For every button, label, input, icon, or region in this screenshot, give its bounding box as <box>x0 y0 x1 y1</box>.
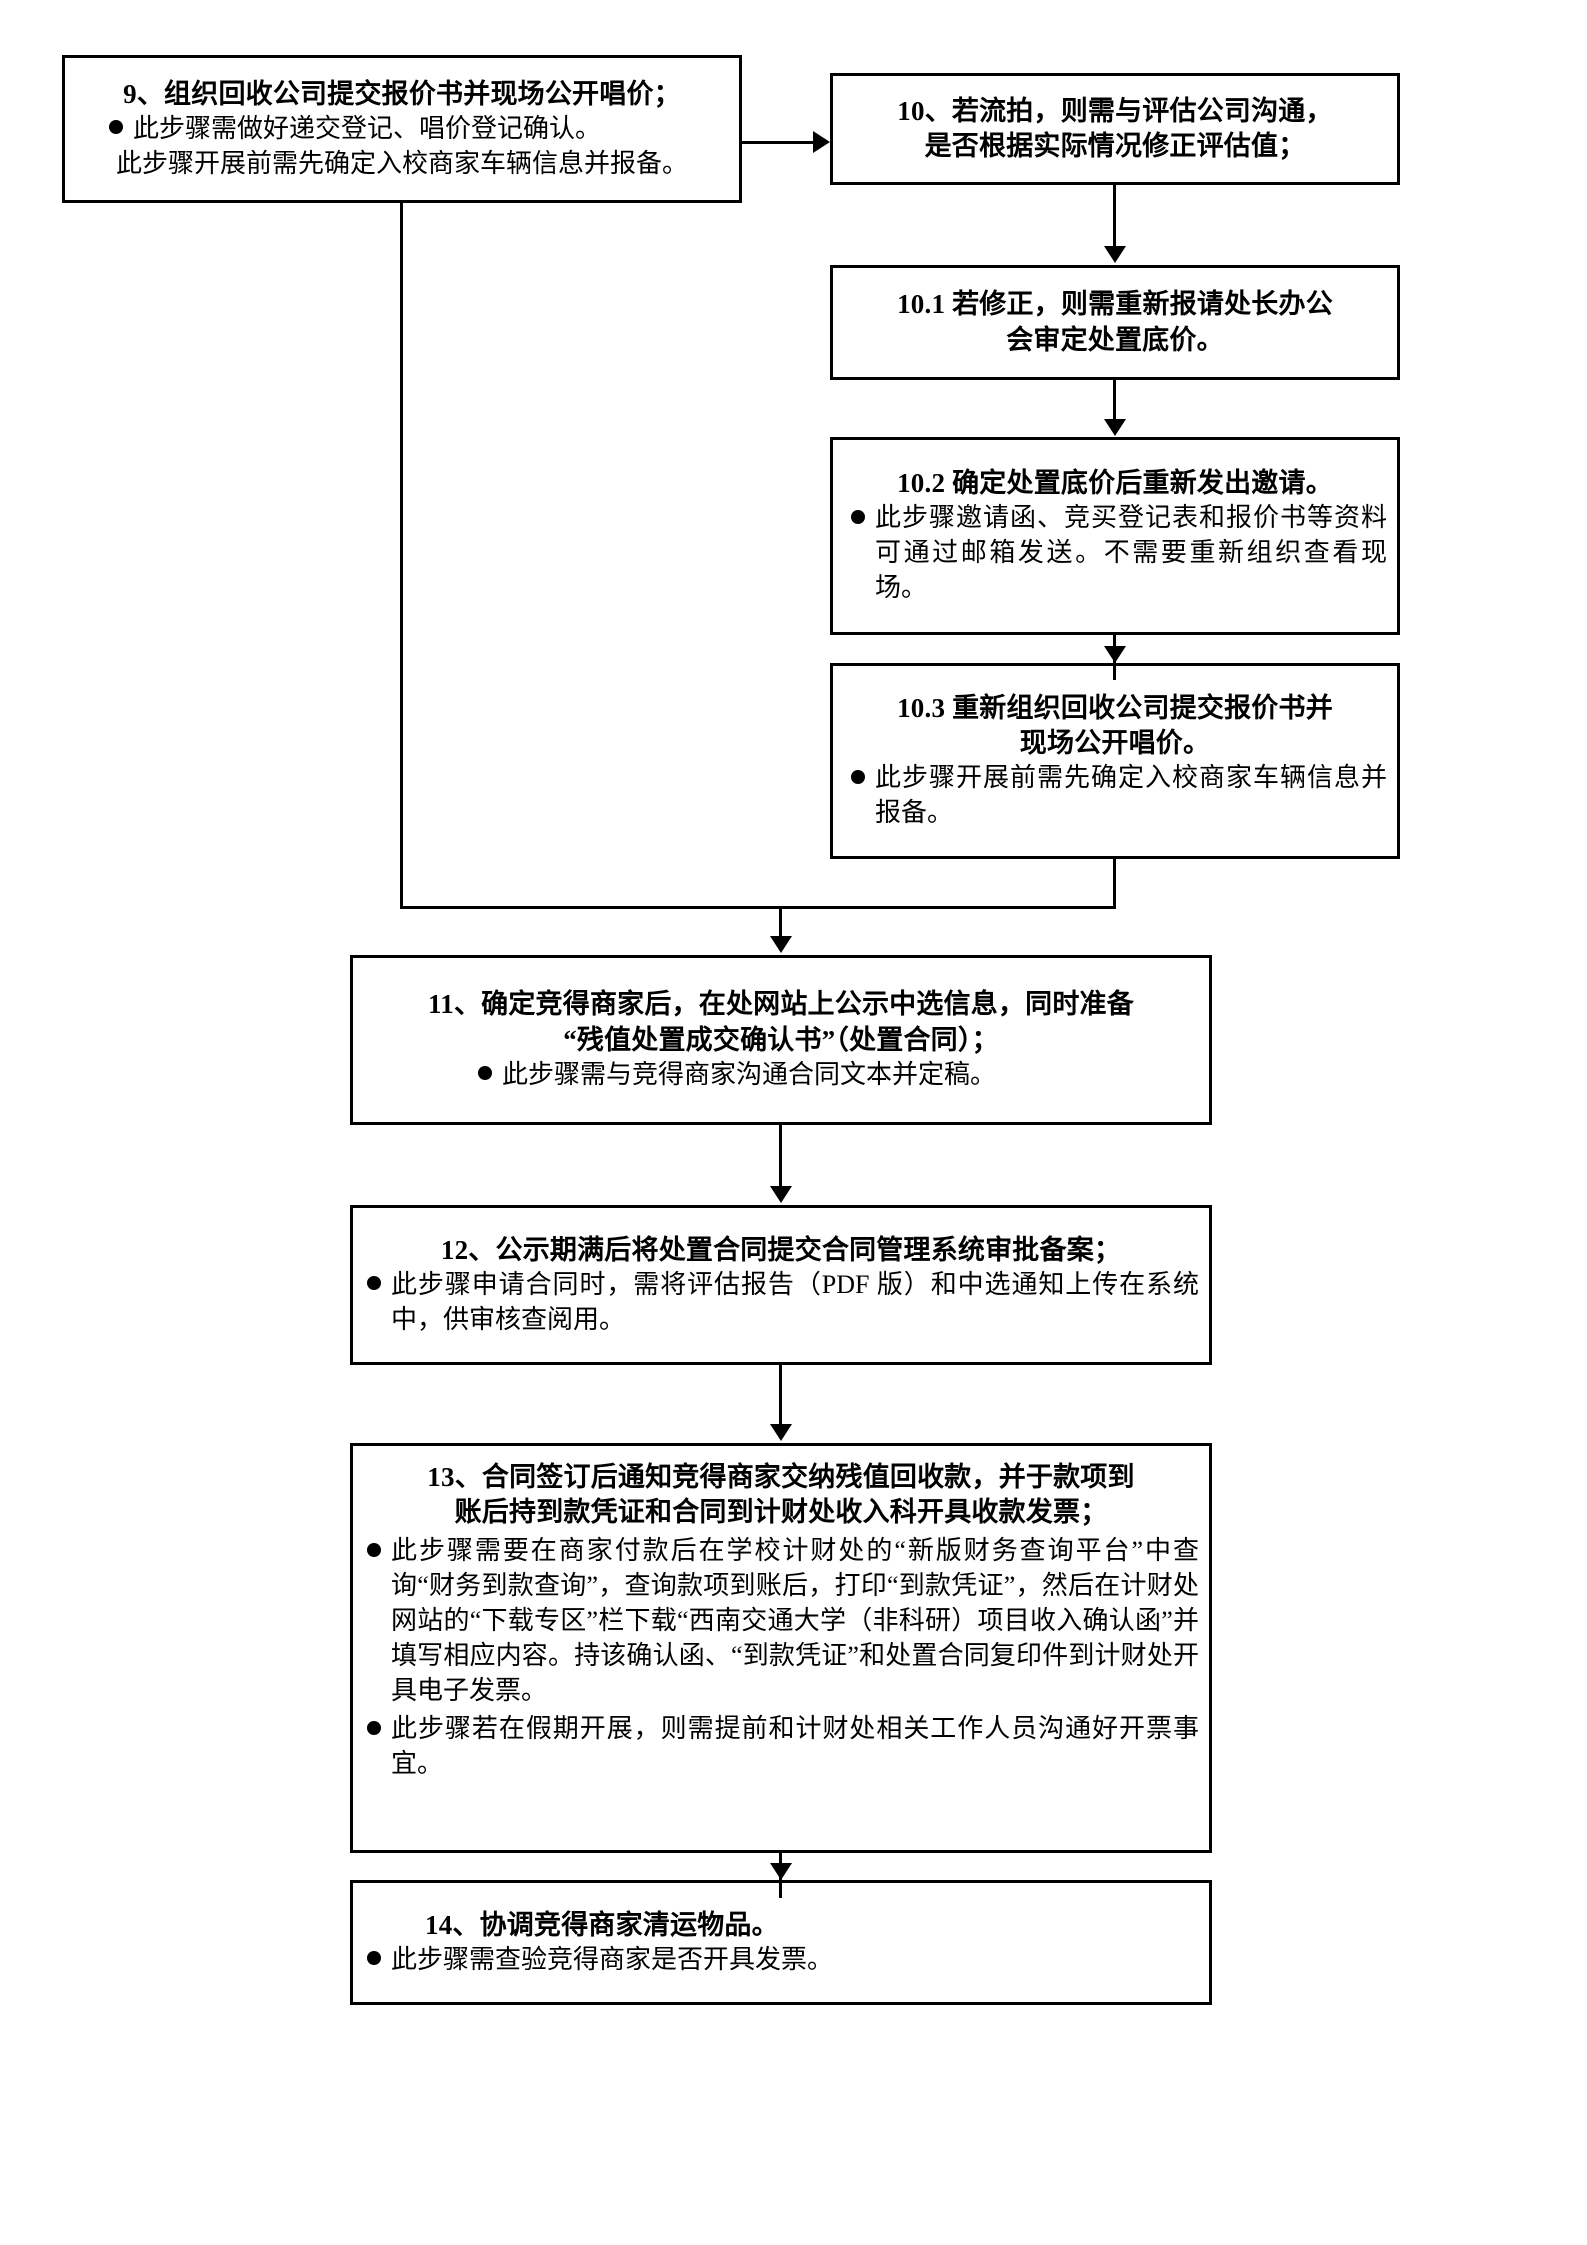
step-10-3-bullet-1: 此步骤开展前需先确定入校商家车辆信息并报备。 <box>851 761 1387 831</box>
step-14-bullet-1-text: 此步骤需查验竞得商家是否开具发票。 <box>391 1944 834 1974</box>
step-11-bullet-1: 此步骤需与竞得商家沟通合同文本并定稿。 <box>478 1058 1199 1093</box>
bullet-icon <box>367 1720 381 1735</box>
step-13-title-line-2: 账后持到款凭证和合同到计财处收入科开具收款发票； <box>454 1497 1108 1528</box>
step-11-title-line-1: 11、确定竞得商家后，在处网站上公示中选信息，同时准备 <box>428 989 1134 1020</box>
step-10-3-bullet-1-text: 此步骤开展前需先确定入校商家车辆信息并报备。 <box>875 763 1387 828</box>
node-step-14[interactable]: 14、协调竞得商家清运物品。 此步骤需查验竞得商家是否开具发票。 <box>350 1880 1212 2005</box>
step-10-2-title: 10.2 确定处置底价后重新发出邀请。 <box>897 468 1333 499</box>
connector-step10-step10_1-arrowhead <box>1104 246 1126 263</box>
bullet-icon <box>478 1065 492 1080</box>
connector-step12-step13-line <box>779 1365 782 1425</box>
step-13-bullet-2: 此步骤若在假期开展，则需提前和计财处相关工作人员沟通好开票事宜。 <box>367 1712 1199 1782</box>
bullet-icon <box>851 509 865 524</box>
connector-step10_2-step10_3-arrowhead <box>1104 646 1126 663</box>
node-step-12[interactable]: 12、公示期满后将处置合同提交合同管理系统审批备案； 此步骤申请合同时，需将评估… <box>350 1205 1212 1365</box>
step-14-bullet-1: 此步骤需查验竞得商家是否开具发票。 <box>367 1943 1199 1978</box>
step-11-bullet-1-text: 此步骤需与竞得商家沟通合同文本并定稿。 <box>502 1059 997 1089</box>
bullet-icon <box>851 769 865 784</box>
node-step-10-3[interactable]: 10.3 重新组织回收公司提交报价书并 现场公开唱价。 此步骤开展前需先确定入校… <box>830 663 1400 859</box>
step-10-3-title-line-1: 10.3 重新组织回收公司提交报价书并 <box>897 693 1333 724</box>
bullet-icon <box>367 1542 381 1557</box>
node-step-10[interactable]: 10、若流拍，则需与评估公司沟通， 是否根据实际情况修正评估值； <box>830 73 1400 185</box>
connector-step10-step10_1-line <box>1113 185 1116 247</box>
connector-merge-step11-line <box>779 906 782 938</box>
node-step-10-2[interactable]: 10.2 确定处置底价后重新发出邀请。 此步骤邀请函、竞买登记表和报价书等资料可… <box>830 437 1400 635</box>
step-10-title-line-2: 是否根据实际情况修正评估值； <box>924 131 1306 161</box>
node-step-9[interactable]: 9、组织回收公司提交报价书并现场公开唱价； 此步骤需做好递交登记、唱价登记确认。… <box>62 55 742 203</box>
connector-step10_3-merge-horizontal <box>400 906 1116 909</box>
node-step-11[interactable]: 11、确定竞得商家后，在处网站上公示中选信息，同时准备 “残值处置成交确认书”（… <box>350 955 1212 1125</box>
connector-step10_1-step10_2-line <box>1113 380 1116 422</box>
step-9-bullet-1: 此步骤需做好递交登记、唱价登记确认。 <box>109 112 729 147</box>
node-step-13[interactable]: 13、合同签订后通知竞得商家交纳残值回收款，并于款项到 账后持到款凭证和合同到计… <box>350 1443 1212 1853</box>
step-12-bullet-1-text: 此步骤申请合同时，需将评估报告（PDF 版）和中选通知上传在系统中，供审核查阅用… <box>391 1269 1199 1334</box>
step-12-bullet-1: 此步骤申请合同时，需将评估报告（PDF 版）和中选通知上传在系统中，供审核查阅用… <box>367 1268 1199 1338</box>
connector-step9-step10-line <box>742 141 814 144</box>
bullet-icon <box>367 1950 381 1965</box>
step-10-2-bullet-1: 此步骤邀请函、竞买登记表和报价书等资料可通过邮箱发送。不需要重新组织查看现场。 <box>851 501 1387 605</box>
connector-step10_1-step10_2-arrowhead <box>1104 419 1126 436</box>
connector-step12-step13-arrowhead <box>770 1424 792 1441</box>
step-13-bullet-1-text: 此步骤需要在商家付款后在学校计财处的“新版财务查询平台”中查询“财务到款查询”，… <box>391 1536 1199 1705</box>
step-14-title: 14、协调竞得商家清运物品。 <box>425 1909 779 1940</box>
connector-step10_3-down <box>1113 859 1116 908</box>
connector-step11-step12-line <box>779 1125 782 1187</box>
step-9-note: 此步骤开展前需先确定入校商家车辆信息并报备。 <box>115 148 688 178</box>
step-10-1-title-line-2: 会审定处置底价。 <box>1006 324 1224 355</box>
step-12-title: 12、公示期满后将处置合同提交合同管理系统审批备案； <box>440 1234 1122 1265</box>
step-10-1-title-line-1: 10.1 若修正，则需重新报请处长办公 <box>897 289 1333 320</box>
bullet-icon <box>109 120 123 135</box>
step-10-3-title-line-2: 现场公开唱价。 <box>1019 728 1211 759</box>
node-step-10-1[interactable]: 10.1 若修正，则需重新报请处长办公 会审定处置底价。 <box>830 265 1400 380</box>
bullet-icon <box>367 1276 381 1291</box>
connector-step9-down-spine <box>400 203 403 909</box>
step-10-2-bullet-1-text: 此步骤邀请函、竞买登记表和报价书等资料可通过邮箱发送。不需要重新组织查看现场。 <box>875 503 1387 602</box>
step-13-bullet-2-text: 此步骤若在假期开展，则需提前和计财处相关工作人员沟通好开票事宜。 <box>391 1714 1199 1779</box>
connector-step9-step10-arrowhead <box>813 131 830 153</box>
step-9-title: 9、组织回收公司提交报价书并现场公开唱价； <box>123 78 681 109</box>
step-13-title-line-1: 13、合同签订后通知竞得商家交纳残值回收款，并于款项到 <box>427 1462 1135 1492</box>
step-11-title-line-2: “残值处置成交确认书”（处置合同）； <box>563 1024 999 1055</box>
step-10-title-line-1: 10、若流拍，则需与评估公司沟通， <box>897 95 1333 126</box>
connector-merge-step11-arrowhead <box>770 936 792 953</box>
connector-step11-step12-arrowhead <box>770 1186 792 1203</box>
connector-step13-step14-arrowhead <box>770 1863 792 1880</box>
step-9-bullet-1-text: 此步骤需做好递交登记、唱价登记确认。 <box>133 113 602 143</box>
step-13-bullet-1: 此步骤需要在商家付款后在学校计财处的“新版财务查询平台”中查询“财务到款查询”，… <box>367 1534 1199 1708</box>
